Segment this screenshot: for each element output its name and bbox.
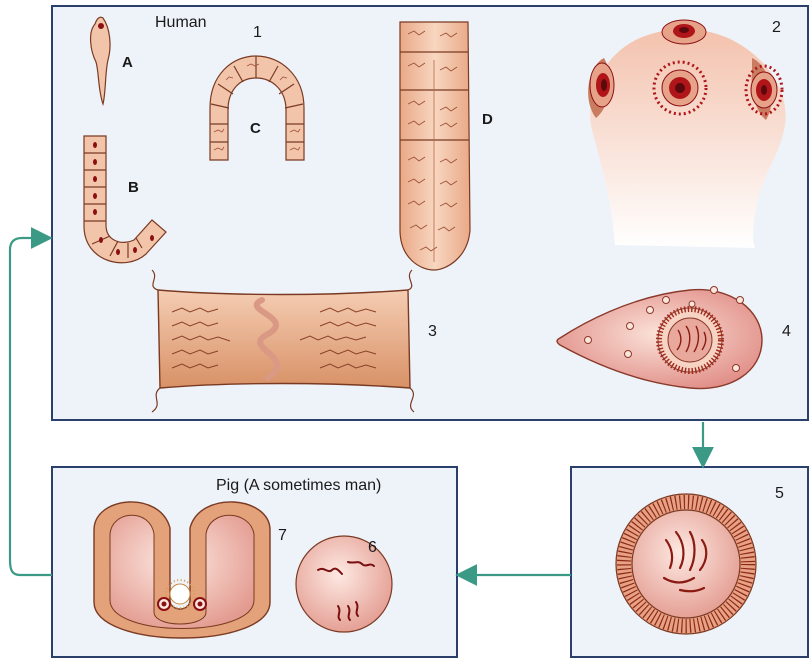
stage-7-label: 7 (278, 527, 287, 544)
stage-a-label: A (122, 54, 133, 71)
stage-2-label: 2 (772, 19, 781, 36)
scolex-sucker-left (590, 63, 614, 107)
stage-5-egg (616, 494, 756, 634)
stage-d-label: D (482, 111, 493, 128)
stage-4-label: 4 (782, 323, 791, 340)
stage-b-label: B (128, 179, 139, 196)
stage-1-label: 1 (253, 24, 262, 41)
human-panel-title: Human (155, 14, 207, 31)
stage-c-label: C (250, 120, 261, 137)
stage-5-label: 5 (775, 485, 784, 502)
stage-d-figure (400, 22, 470, 270)
pig-panel-title: Pig (A sometimes man) (216, 477, 381, 494)
stage-6-label: 6 (368, 539, 377, 556)
scolex-sucker-top (662, 20, 706, 44)
arrow-pig-to-human (10, 238, 52, 575)
stage-6-embryo (296, 536, 392, 632)
stage-3-label: 3 (428, 323, 437, 340)
